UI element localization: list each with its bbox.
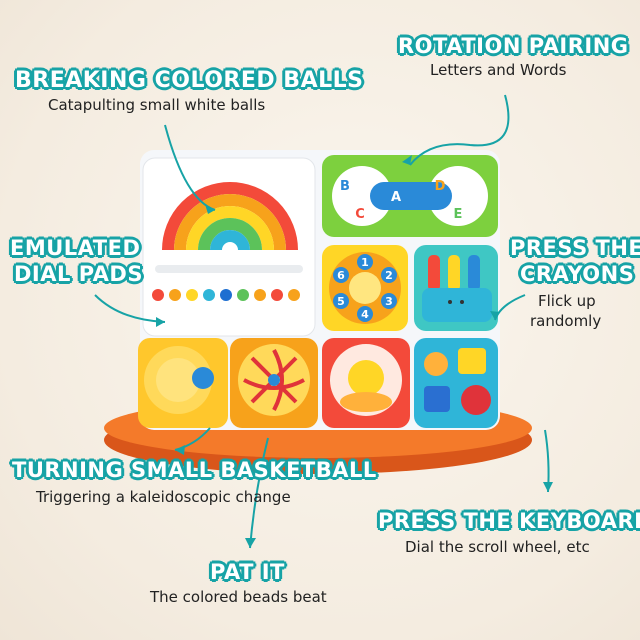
rainbow-arcs [162,182,298,251]
breaking-sub: Catapulting small white balls [48,96,266,114]
crayons-sub-1: Flick up [538,292,596,310]
letter-d: D [435,179,446,194]
pat-sub: The colored beads beat [150,588,327,606]
svg-text:3: 3 [385,295,393,308]
svg-text:2: 2 [385,269,393,282]
crayons-title-1: PRESS THE [510,236,640,260]
pat-title: PAT IT [210,560,285,584]
svg-text:5: 5 [337,295,345,308]
letter-b: B [340,179,350,194]
breaking-title: BREAKING COLORED BALLS [15,68,364,93]
crayons-sub-2: randomly [530,312,602,330]
rotation-title: ROTATION PAIRING [398,34,629,58]
dial-title-2: DIAL PADS [14,262,143,286]
crayons-title-2: CRAYONS [520,262,635,286]
basketball-sub: Triggering a kaleidoscopic change [36,488,291,506]
letter-e: E [454,207,463,222]
svg-text:1: 1 [361,256,369,269]
rotation-sub: Letters and Words [430,61,567,79]
dial-title-1: EMULATED [10,236,141,260]
keyboard-sub: Dial the scroll wheel, etc [405,538,590,556]
svg-text:6: 6 [337,269,345,282]
letter-a: A [391,190,401,205]
keyboard-title: PRESS THE KEYBOARD [378,509,640,533]
svg-text:4: 4 [361,308,369,321]
basketball-title: TURNING SMALL BASKETBALL [12,458,377,482]
letter-c: C [355,207,365,222]
rainbow-ball-buttons [152,289,300,301]
